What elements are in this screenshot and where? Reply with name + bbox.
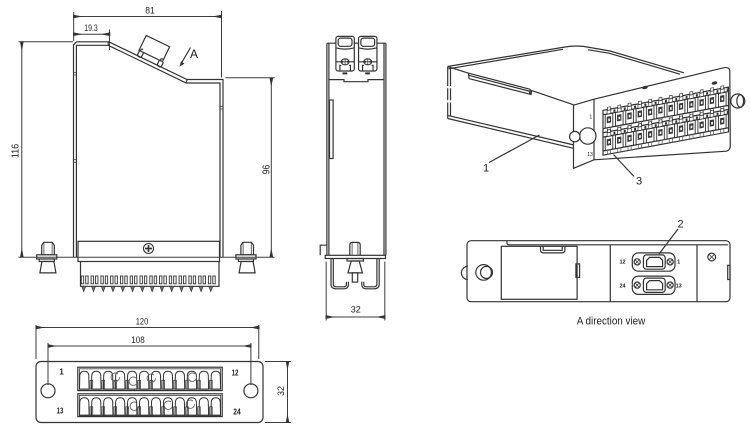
svg-text:A direction view: A direction view bbox=[577, 316, 646, 328]
svg-text:32: 32 bbox=[351, 305, 361, 315]
svg-text:1: 1 bbox=[589, 115, 592, 121]
svg-text:81: 81 bbox=[145, 6, 155, 16]
svg-text:32: 32 bbox=[276, 386, 286, 396]
svg-text:116: 116 bbox=[10, 144, 22, 159]
svg-text:24: 24 bbox=[233, 407, 241, 416]
svg-text:A: A bbox=[190, 47, 198, 61]
svg-text:120: 120 bbox=[136, 317, 149, 327]
svg-text:2: 2 bbox=[677, 219, 683, 231]
svg-text:13: 13 bbox=[57, 407, 64, 416]
svg-text:13: 13 bbox=[676, 284, 682, 290]
svg-text:12: 12 bbox=[619, 260, 625, 266]
svg-text:13: 13 bbox=[587, 152, 593, 158]
svg-text:24: 24 bbox=[619, 284, 626, 290]
svg-text:12: 12 bbox=[232, 369, 239, 378]
svg-text:1: 1 bbox=[483, 163, 489, 175]
svg-text:108: 108 bbox=[131, 335, 145, 345]
svg-text:3: 3 bbox=[636, 176, 642, 188]
svg-text:1: 1 bbox=[59, 368, 64, 377]
svg-text:1: 1 bbox=[677, 260, 680, 266]
svg-text:96: 96 bbox=[261, 165, 273, 175]
svg-text:19.3: 19.3 bbox=[84, 23, 98, 33]
